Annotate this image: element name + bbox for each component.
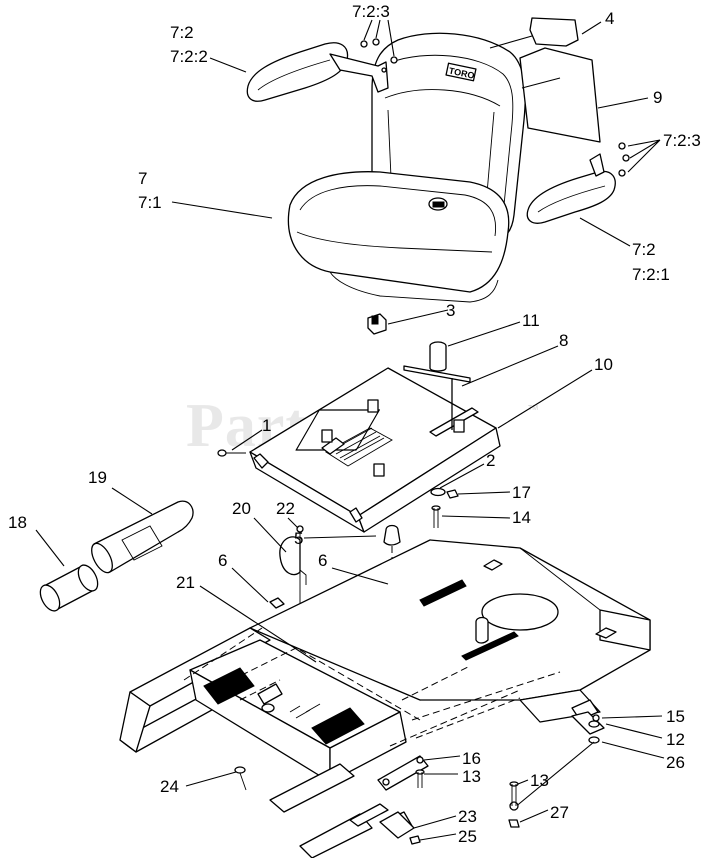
callout-21: 21 [176, 573, 195, 592]
callout-25: 25 [458, 827, 477, 846]
callout-24: 24 [160, 777, 179, 796]
callout-22: 22 [276, 499, 295, 518]
callout-20: 20 [232, 499, 251, 518]
seat-switch-3 [367, 313, 387, 335]
cover-23 [379, 811, 415, 839]
callout-2: 2 [486, 451, 495, 470]
callout-26: 26 [666, 753, 685, 772]
decal-4 [529, 17, 579, 47]
callout-13-a: 13 [462, 767, 481, 786]
washer-26 [588, 736, 600, 744]
seat-assembly: TORO [287, 32, 526, 303]
callout-10: 10 [594, 355, 613, 374]
watermark-trademark: TM [528, 405, 538, 412]
callout-17: 17 [512, 483, 531, 502]
nut-27 [508, 819, 520, 828]
cap-18 [39, 564, 99, 612]
manual-tube-19 [91, 500, 194, 574]
nut-25 [409, 835, 421, 845]
callout-19: 19 [88, 468, 107, 487]
callout-6-left: 6 [218, 551, 227, 570]
callout-8: 8 [559, 331, 568, 350]
callout-18: 18 [8, 513, 27, 532]
callout-27: 27 [550, 803, 569, 822]
callout-7-2-2: 7:2:2 [170, 47, 208, 66]
nut-15 [592, 714, 600, 722]
callout-13-b: 13 [530, 771, 549, 790]
pin-24 [234, 766, 247, 791]
callout-11: 11 [522, 311, 540, 330]
spacer-11 [429, 341, 447, 372]
leader-lines [35, 19, 665, 841]
bolt-13-left [415, 769, 425, 788]
callout-labels: 7:2:3 7:2 7:2:2 4 9 7:2:3 7 7:1 7:2 7:2:… [8, 2, 701, 846]
decal-9 [519, 47, 601, 143]
rod-end [509, 801, 519, 811]
right-armrest [526, 142, 630, 224]
bolt-1 [217, 449, 246, 457]
link-rod [513, 741, 595, 809]
callout-12: 12 [666, 730, 685, 749]
callout-7: 7 [138, 169, 147, 188]
bracket-12 [571, 711, 605, 735]
callout-4: 4 [605, 9, 614, 28]
callout-5: 5 [294, 529, 303, 548]
callout-7-2-a: 7:2 [170, 23, 194, 42]
washer-16 [416, 756, 424, 764]
callout-15: 15 [666, 707, 685, 726]
left-armrest [246, 38, 398, 102]
callout-7-2-3-top: 7:2:3 [352, 2, 390, 21]
seat-plate-10 [249, 367, 501, 533]
callout-9: 9 [653, 88, 662, 107]
callout-7-2-3-right: 7:2:3 [663, 131, 701, 150]
callout-14: 14 [512, 508, 531, 527]
callout-7-1: 7:1 [138, 193, 162, 212]
nut-17 [446, 489, 459, 499]
callout-6-right: 6 [318, 551, 327, 570]
callout-7-2-1: 7:2:1 [632, 265, 670, 284]
callout-7-2-b: 7:2 [632, 240, 656, 259]
bolt-14 [431, 505, 441, 528]
callout-23: 23 [458, 807, 477, 826]
bolt-13-right [509, 781, 519, 806]
frame-weldment [119, 539, 651, 858]
callout-3: 3 [446, 301, 455, 320]
callout-1: 1 [262, 416, 271, 435]
strap-8 [403, 365, 471, 430]
nut-6-left [269, 597, 285, 609]
washer-2 [430, 487, 446, 497]
callout-16: 16 [462, 749, 481, 768]
